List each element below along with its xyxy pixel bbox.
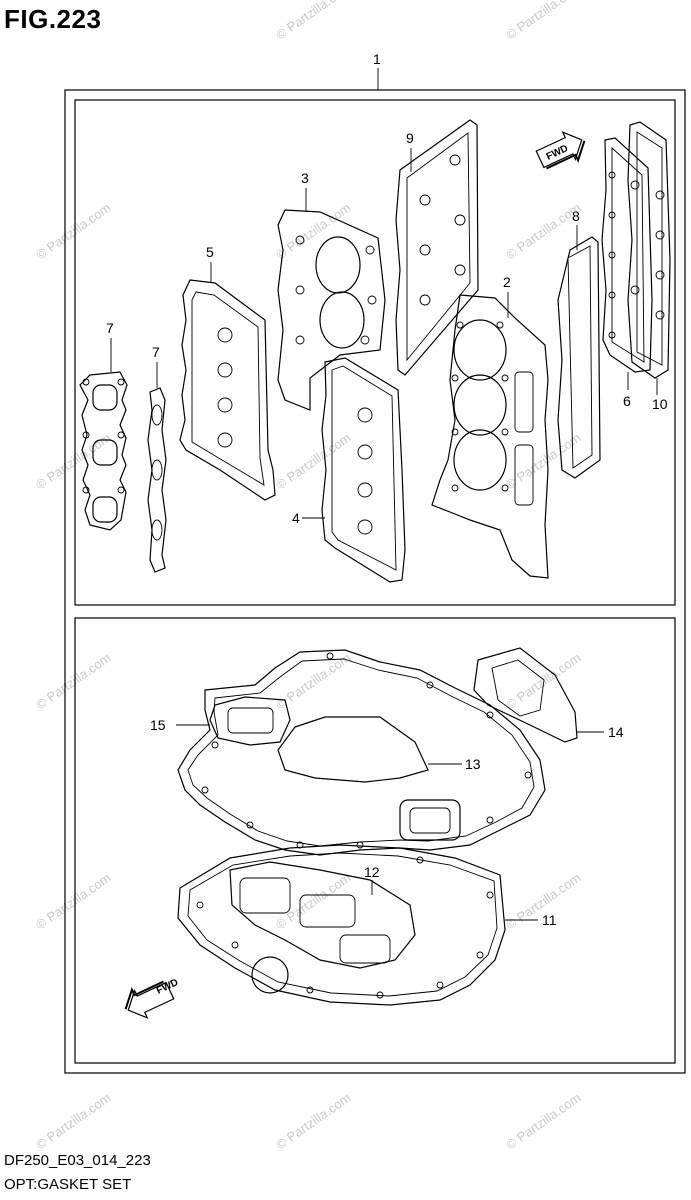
callout-6[interactable]: 6: [623, 393, 631, 409]
callout-10[interactable]: 10: [652, 396, 668, 412]
callout-7b[interactable]: 7: [152, 344, 160, 360]
watermark: © Partzilla.com: [33, 1090, 113, 1153]
part-5-head-cover-gasket[interactable]: [179, 279, 276, 501]
fwd-arrow-lower: FWD: [124, 977, 180, 1019]
callout-9[interactable]: 9: [406, 130, 414, 146]
part-14-gasket[interactable]: [473, 647, 578, 743]
part-4-head-cover-gasket[interactable]: [321, 357, 406, 583]
callout-12[interactable]: 12: [364, 864, 380, 880]
callout-13[interactable]: 13: [465, 756, 481, 772]
callout-14[interactable]: 14: [608, 724, 624, 740]
watermark: © Partzilla.com: [503, 0, 583, 42]
part-8-cover-gasket[interactable]: [557, 236, 601, 479]
part-7-exhaust-gasket[interactable]: [79, 371, 128, 531]
watermark: © Partzilla.com: [503, 1090, 583, 1153]
part-10-cover-gasket[interactable]: [627, 121, 671, 379]
part-2-head-gasket[interactable]: [431, 294, 549, 579]
part-3-head-gasket[interactable]: [277, 209, 386, 411]
watermark: © Partzilla.com: [273, 0, 353, 42]
lower-panel: [74, 617, 676, 1064]
callout-11[interactable]: 11: [542, 912, 557, 928]
watermark: © Partzilla.com: [33, 870, 113, 933]
part-12-gasket[interactable]: [229, 861, 416, 969]
part-11-lower-gasket[interactable]: [177, 844, 506, 1006]
watermark: © Partzilla.com: [33, 200, 113, 263]
callout-15[interactable]: 15: [150, 717, 166, 733]
upper-panel: [74, 99, 676, 606]
part-9-cover-gasket[interactable]: [395, 119, 479, 376]
callout-5[interactable]: 5: [206, 244, 214, 260]
callout-3[interactable]: 3: [301, 170, 309, 186]
part-15-gasket[interactable]: [209, 696, 291, 746]
part-7-strip-gasket[interactable]: [147, 387, 167, 573]
watermark: © Partzilla.com: [33, 430, 113, 493]
callout-4[interactable]: 4: [292, 510, 300, 526]
watermark: © Partzilla.com: [273, 1090, 353, 1153]
callout-1[interactable]: 1: [373, 51, 381, 67]
part-13-oil-pan-gasket[interactable]: [177, 649, 546, 856]
watermark: © Partzilla.com: [273, 430, 353, 493]
watermark: © Partzilla.com: [33, 650, 113, 713]
outer-frame: [64, 89, 686, 1074]
figure-title: FIG.223: [4, 4, 102, 34]
watermark: © Partzilla.com: [273, 870, 353, 933]
watermark: © Partzilla.com: [503, 650, 583, 713]
callout-2[interactable]: 2: [503, 274, 511, 290]
watermark: © Partzilla.com: [273, 200, 353, 263]
callout-8[interactable]: 8: [572, 208, 580, 224]
fwd-arrow-upper: FWD: [535, 131, 586, 170]
section-name: OPT:GASKET SET: [4, 1176, 132, 1193]
part-6-cover-gasket[interactable]: [601, 137, 653, 373]
callout-7a[interactable]: 7: [106, 320, 114, 336]
diagram-code: DF250_E03_014_223: [4, 1152, 151, 1169]
